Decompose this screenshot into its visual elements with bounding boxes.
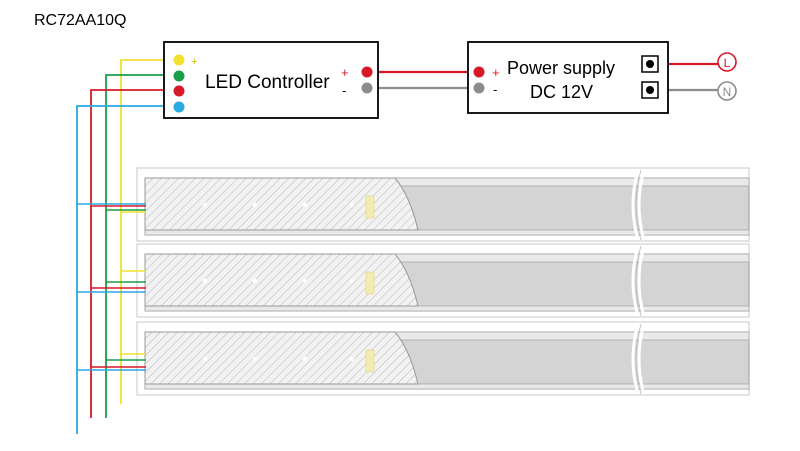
- led-controller-label: LED Controller: [205, 72, 330, 93]
- led-controller: LED Controller + - +: [163, 41, 379, 119]
- led-strip-1-led-1: [202, 202, 208, 208]
- led-strip-2-led-3: [302, 278, 308, 284]
- wire-green-bus: [105, 74, 179, 418]
- led-strip-3: [136, 321, 750, 396]
- led-strip-2-break-mark-a: [631, 245, 640, 317]
- controller-output-plus: +: [341, 65, 349, 80]
- led-strip-2-end-cap: [144, 253, 419, 307]
- controller-red-dot: [173, 85, 185, 97]
- led-strip-3-chip: [365, 349, 375, 373]
- power-supply-box: [467, 41, 669, 114]
- controller-yellow-dot: [173, 54, 185, 66]
- led-strip-3-led-1: [202, 356, 208, 362]
- led-strip-1-end-cap: [144, 177, 419, 231]
- wire-yellow-bus: [120, 59, 179, 404]
- led-strip-1-led-4: [349, 202, 355, 208]
- controller-output-minus-dot: [361, 82, 373, 94]
- led-strip-3-bottom-rail: [144, 383, 750, 390]
- controller-output-minus: -: [342, 83, 346, 98]
- led-strip-3-led-3: [302, 356, 308, 362]
- led-strip-1-led-2: [252, 202, 258, 208]
- led-strip-2: [136, 243, 750, 318]
- controller-output-plus-dot: [361, 66, 373, 78]
- power-supply-input-minus: -: [493, 82, 497, 97]
- mains-neutral-label: N: [723, 85, 732, 99]
- led-strip-3-led-2: [252, 356, 258, 362]
- power-supply-terminal-live-dot: [646, 60, 654, 68]
- mains-live-circle: [717, 52, 737, 72]
- led-strip-2-break-mark-b: [637, 245, 646, 317]
- led-strip-1-break-mark-b: [637, 169, 646, 241]
- led-strip-3-break-mark-b: [637, 323, 646, 395]
- power-supply-plus-dot: [473, 66, 485, 78]
- controller-blue-dot: [173, 101, 185, 113]
- led-strip-1-break-mark-a: [631, 169, 640, 241]
- power-supply-minus-dot: [473, 82, 485, 94]
- led-strip-2-led-2: [252, 278, 258, 284]
- power-supply: Power supply DC 12V + -: [467, 41, 669, 114]
- led-strip-2-chip: [365, 271, 375, 295]
- model-title: RC72AA10Q: [34, 12, 127, 29]
- mains-live: L: [717, 52, 737, 72]
- wires: [76, 59, 718, 434]
- power-supply-terminal-neutral-dot: [646, 86, 654, 94]
- led-strips: [136, 167, 750, 396]
- led-strip-2-led-1: [202, 278, 208, 284]
- power-supply-voltage: DC 12V: [530, 82, 593, 102]
- wire-red-bus: [90, 89, 179, 418]
- mains-neutral: N: [717, 81, 737, 101]
- led-strip-1-chip: [365, 195, 375, 219]
- led-strip-3-end-cap: [144, 331, 419, 385]
- led-strip-3-break-mark-a: [631, 323, 640, 395]
- led-strip-1-bottom-rail: [144, 229, 750, 236]
- power-supply-title: Power supply: [507, 58, 615, 78]
- connector-dots: [173, 54, 485, 113]
- led-strip-1-led-3: [302, 202, 308, 208]
- led-controller-box: [163, 41, 379, 119]
- led-strip-2-led-4: [349, 278, 355, 284]
- led-strip-1-break-line: [635, 169, 642, 241]
- controller-input-plus: +: [191, 56, 197, 68]
- power-supply-input-plus: +: [492, 65, 500, 80]
- led-strip-2-bottom-rail: [144, 305, 750, 312]
- led-strip-3-break-line: [635, 323, 642, 395]
- mains-neutral-circle: [717, 81, 737, 101]
- led-strip-3-led-4: [349, 356, 355, 362]
- led-strip-2-break-line: [635, 245, 642, 317]
- controller-green-dot: [173, 70, 185, 82]
- wire-blue-bus: [76, 105, 179, 434]
- led-strip-1: [136, 167, 750, 242]
- mains-live-label: L: [724, 56, 731, 70]
